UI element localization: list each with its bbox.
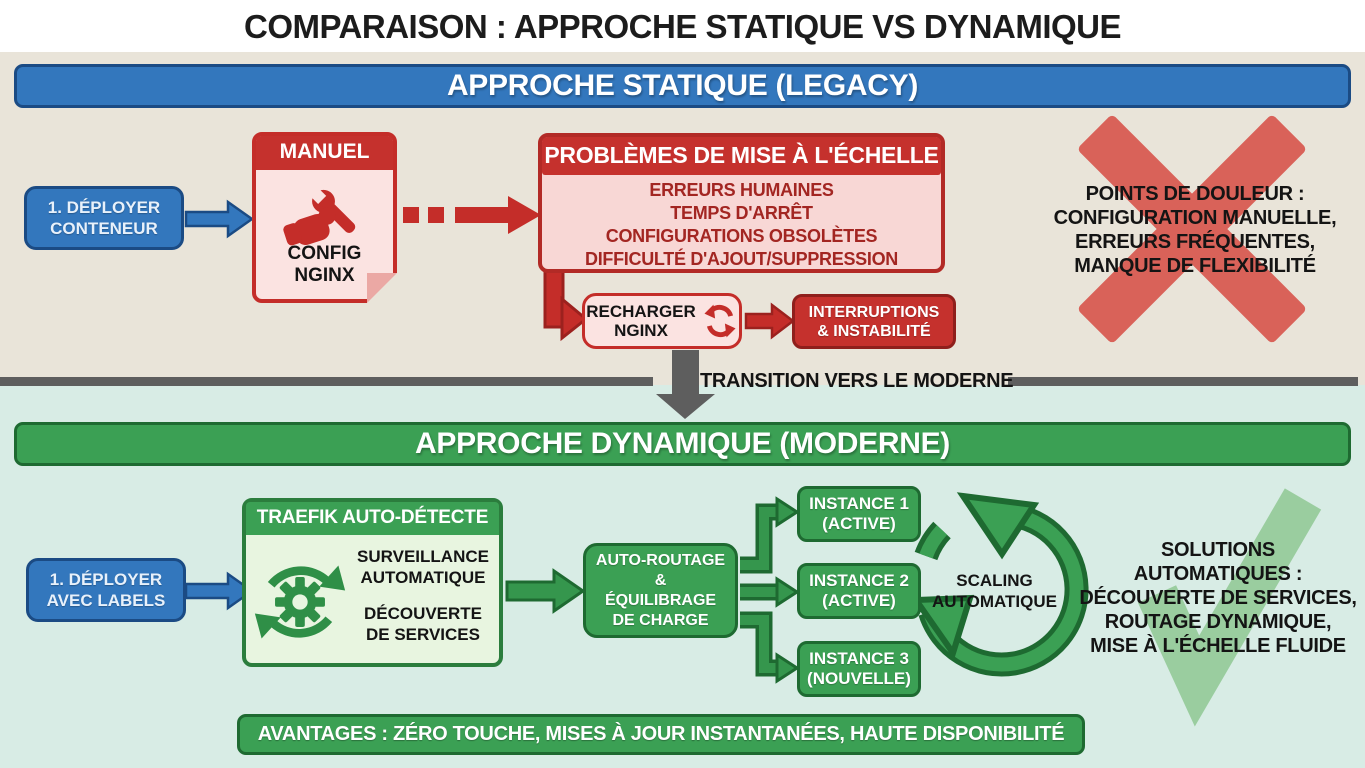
- instance-3-line2: (NOUVELLE): [807, 669, 911, 688]
- deploy-container-line2: CONTENEUR: [50, 219, 158, 238]
- routing-line4: DE CHARGE: [612, 611, 709, 629]
- spacer: [348, 588, 498, 603]
- deploy-container-box: 1. DÉPLOYER CONTENEUR: [24, 186, 184, 250]
- routing-line2: &: [654, 571, 667, 589]
- instance-1-line1: INSTANCE 1: [809, 494, 909, 513]
- deploy-container-line1: 1. DÉPLOYER: [47, 198, 161, 217]
- hand-wrench-icon: [282, 187, 355, 246]
- reload-nginx-box: RECHARGER NGINX: [582, 293, 742, 349]
- instance-3-line1: INSTANCE 3: [809, 649, 909, 668]
- instance-3-box: INSTANCE 3 (NOUVELLE): [797, 641, 921, 697]
- traefik-autodetect-box: TRAEFIK AUTO-DÉTECTE: [242, 498, 503, 667]
- problem-item: DIFFICULTÉ D'AJOUT/SUPPRESSION: [585, 249, 898, 269]
- interruptions-line2: & INSTABILITÉ: [817, 322, 931, 340]
- gear-autodetect-icon: [254, 565, 346, 639]
- pain-points-text: POINTS DE DOULEUR : CONFIGURATION MANUEL…: [1040, 182, 1350, 278]
- document-fold-corner: [367, 273, 397, 303]
- discovery-line2: DE SERVICES: [365, 625, 480, 644]
- problem-item: CONFIGURATIONS OBSOLÈTES: [605, 226, 878, 246]
- config-nginx-line1: CONFIG: [287, 243, 362, 264]
- pain-points-line: MANQUE DE FLEXIBILITÉ: [1074, 255, 1316, 277]
- deploy-labels-line2: AVEC LABELS: [46, 591, 166, 610]
- instance-1-box: INSTANCE 1 (ACTIVE): [797, 486, 921, 542]
- manual-config-document: MANUEL CONFIG NGINX: [252, 132, 397, 303]
- solutions-line: AUTOMATIQUES :: [1133, 563, 1303, 585]
- scaling-label: SCALING AUTOMATIQUE: [922, 570, 1067, 612]
- pain-points-line: POINTS DE DOULEUR :: [1085, 183, 1305, 205]
- problem-item: TEMPS D'ARRÊT: [670, 203, 813, 223]
- solutions-line: DÉCOUVERTE DE SERVICES,: [1079, 587, 1357, 609]
- static-banner: APPROCHE STATIQUE (LEGACY): [14, 64, 1351, 108]
- instance-1-line2: (ACTIVE): [822, 514, 896, 533]
- problem-item: ERREURS HUMAINES: [649, 180, 834, 200]
- reload-line2: NGINX: [614, 321, 668, 340]
- instance-2-box: INSTANCE 2 (ACTIVE): [797, 563, 921, 619]
- problems-list: ERREURS HUMAINES TEMPS D'ARRÊT CONFIGURA…: [542, 175, 941, 271]
- refresh-icon: [704, 304, 736, 338]
- manual-header: MANUEL: [256, 136, 393, 170]
- config-nginx-line2: NGINX: [294, 265, 355, 286]
- transition-label: TRANSITION VERS LE MODERNE: [700, 370, 1014, 392]
- routing-line3: ÉQUILIBRAGE: [604, 591, 717, 609]
- solutions-text: SOLUTIONS AUTOMATIQUES : DÉCOUVERTE DE S…: [1075, 538, 1361, 658]
- interruptions-box: INTERRUPTIONS & INSTABILITÉ: [792, 294, 956, 349]
- page-title: COMPARAISON : APPROCHE STATIQUE VS DYNAM…: [244, 8, 1122, 45]
- routing-line1: AUTO-ROUTAGE: [595, 551, 726, 569]
- discovery-line1: DÉCOUVERTE: [363, 604, 483, 623]
- reload-nginx-label: RECHARGER NGINX: [586, 302, 696, 340]
- surveillance-line2: AUTOMATIQUE: [360, 568, 486, 587]
- traefik-features: SURVEILLANCE AUTOMATIQUE DÉCOUVERTE DE S…: [348, 546, 498, 645]
- deploy-labels-line1: 1. DÉPLOYER: [49, 570, 163, 589]
- solutions-line: MISE À L'ÉCHELLE FLUIDE: [1090, 635, 1346, 657]
- auto-routing-box: AUTO-ROUTAGE & ÉQUILIBRAGE DE CHARGE: [583, 543, 738, 638]
- reload-line1: RECHARGER: [586, 302, 696, 321]
- deploy-labels-box: 1. DÉPLOYER AVEC LABELS: [26, 558, 186, 622]
- surveillance-line1: SURVEILLANCE: [357, 547, 489, 566]
- dynamic-banner: APPROCHE DYNAMIQUE (MODERNE): [14, 422, 1351, 466]
- pain-points-line: ERREURS FRÉQUENTES,: [1075, 231, 1315, 253]
- config-nginx-label: CONFIG NGINX: [256, 243, 393, 287]
- advantages-banner: AVANTAGES : ZÉRO TOUCHE, MISES À JOUR IN…: [237, 714, 1085, 755]
- scaling-line2: AUTOMATIQUE: [932, 592, 1057, 611]
- solutions-line: ROUTAGE DYNAMIQUE,: [1104, 611, 1332, 633]
- pain-points-line: CONFIGURATION MANUELLE,: [1053, 207, 1337, 229]
- instance-2-line1: INSTANCE 2: [809, 571, 909, 590]
- solutions-line: SOLUTIONS: [1161, 539, 1275, 561]
- scaling-problems-box: PROBLÈMES DE MISE À L'ÉCHELLE ERREURS HU…: [538, 133, 945, 273]
- scaling-line1: SCALING: [956, 571, 1033, 590]
- traefik-header: TRAEFIK AUTO-DÉTECTE: [246, 502, 499, 535]
- problems-header: PROBLÈMES DE MISE À L'ÉCHELLE: [542, 137, 941, 175]
- interruptions-line1: INTERRUPTIONS: [808, 303, 940, 321]
- instance-2-line2: (ACTIVE): [822, 591, 896, 610]
